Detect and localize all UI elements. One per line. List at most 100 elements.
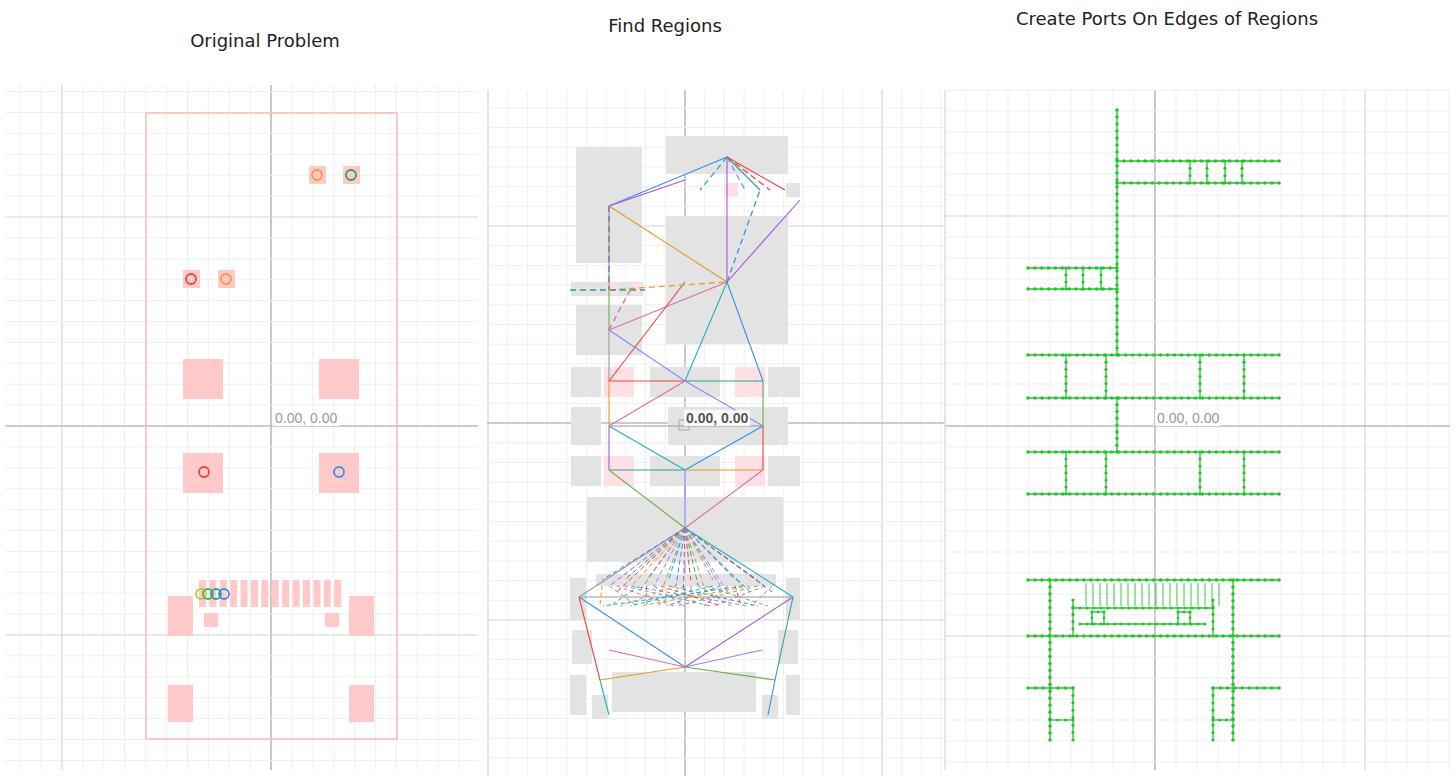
port-dot [1071, 686, 1075, 690]
port-dot [1115, 199, 1119, 203]
pad [334, 580, 341, 607]
region-edge [775, 597, 793, 680]
grid-line [5, 425, 478, 427]
region-edge [608, 381, 609, 426]
grid-line [487, 619, 945, 620]
port-dot [1189, 623, 1192, 626]
port-graph-edge [1093, 583, 1094, 606]
port-dot [1240, 167, 1243, 170]
port-dot [1048, 599, 1052, 603]
region-edge [727, 282, 763, 381]
region-edge [685, 469, 763, 470]
port-dot [1211, 694, 1214, 697]
port-dot [1231, 724, 1235, 728]
port-dot [1138, 450, 1142, 454]
port-dot [1103, 634, 1107, 638]
grid-line [5, 572, 478, 573]
port-dot [1095, 287, 1099, 291]
port-dot [1157, 159, 1161, 163]
pad [282, 580, 289, 607]
port-dot [1048, 620, 1052, 624]
port-dot [1104, 478, 1107, 481]
pad [343, 166, 360, 184]
grid-line [208, 85, 209, 770]
port-dot [1242, 361, 1245, 364]
port-dot [1096, 634, 1100, 638]
port-dot [1242, 457, 1245, 460]
port-dot [1256, 396, 1260, 400]
pad [204, 613, 218, 627]
port-dot [1231, 648, 1235, 652]
grid-line [5, 237, 478, 238]
grid-line [945, 384, 1450, 385]
port-dot [1115, 171, 1119, 175]
port-dot [1026, 353, 1030, 357]
port-dot [1075, 578, 1079, 582]
port-dot [1166, 492, 1170, 496]
port-dot [1064, 266, 1067, 269]
port-dot [1117, 578, 1121, 582]
port-dot [1228, 159, 1232, 163]
regions-figure [570, 136, 800, 719]
port-dot [1235, 181, 1239, 185]
origin-coordinate: 0.00, 0.00 [273, 410, 339, 426]
port-dot [1221, 492, 1225, 496]
port-dot [1204, 623, 1207, 626]
port-dot [1060, 266, 1064, 270]
grid-line [417, 85, 418, 770]
port-dot [1096, 450, 1100, 454]
port-dot [1277, 686, 1281, 690]
port-dot [1152, 353, 1156, 357]
port-dot [1211, 620, 1214, 623]
port-dot [1122, 159, 1126, 163]
port-dot [1194, 634, 1198, 638]
port-graph-edge [1219, 583, 1220, 606]
region-edge [609, 426, 685, 470]
port-dot [1219, 686, 1223, 690]
port-dot [1131, 492, 1135, 496]
port-dot [1099, 623, 1102, 626]
port-dot [1173, 396, 1177, 400]
port-dot [1124, 578, 1128, 582]
port-edge [602, 528, 685, 580]
grid-line [5, 551, 478, 552]
port-edge [617, 528, 685, 592]
port-dot [1064, 361, 1067, 364]
port-dot [1190, 606, 1193, 609]
port-dot [1194, 578, 1198, 582]
port-dot [1242, 396, 1245, 399]
region-edge [609, 469, 685, 470]
port-dot [1104, 457, 1107, 460]
port-dot [1211, 709, 1214, 712]
port-dot [1026, 634, 1030, 638]
port-dot [1148, 623, 1151, 626]
port-dot [1048, 648, 1052, 652]
port-dot [1047, 450, 1051, 454]
port-dot [1033, 353, 1037, 357]
port-dot [1103, 611, 1106, 614]
grid-line [5, 384, 478, 385]
grid-line [487, 206, 945, 207]
region-edge [762, 426, 763, 470]
grid-line [354, 85, 355, 770]
port-dot [1277, 578, 1281, 582]
grid-line [1281, 90, 1282, 770]
port-dot [1162, 606, 1165, 609]
grid-line [1050, 90, 1051, 770]
port-dot [1277, 396, 1281, 400]
port-dot [1115, 443, 1119, 447]
port-dot [1104, 353, 1107, 356]
grid [945, 90, 1450, 770]
port-dot [1226, 686, 1230, 690]
port-dot [1188, 159, 1191, 162]
port-dot [1187, 492, 1191, 496]
grid-line [822, 90, 823, 776]
port-dot [1214, 578, 1218, 582]
port-dot [1131, 353, 1135, 357]
port-dot [1180, 578, 1184, 582]
port-dot [1048, 662, 1052, 666]
port-dot [1115, 192, 1119, 196]
port-dot [1048, 627, 1052, 631]
port-dot [1231, 641, 1235, 645]
grid-line [438, 85, 439, 770]
